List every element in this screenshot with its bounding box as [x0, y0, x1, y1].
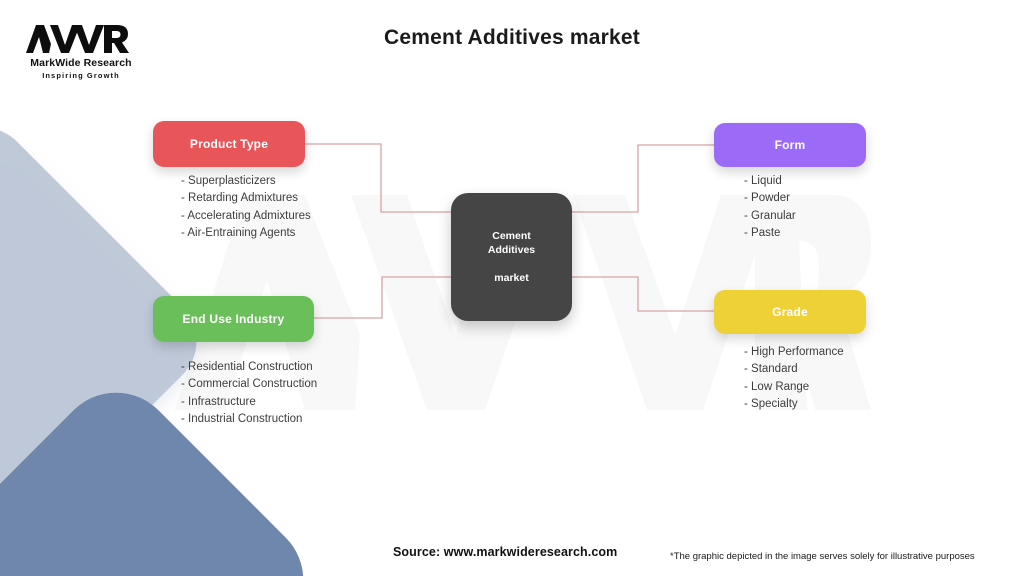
list-item: - Superplasticizers: [181, 175, 276, 187]
center-node[interactable]: Cement Additives market: [451, 193, 572, 321]
list-item: - Air-Entraining Agents: [181, 227, 296, 240]
list-item: - High Performance: [744, 346, 844, 358]
list-item: - Residential Construction: [181, 361, 313, 373]
logo-mark-icon: [26, 25, 129, 53]
branch-label-form: Form: [774, 138, 806, 152]
list-item: - Standard: [744, 363, 798, 376]
logo-tagline-text: Inspiring Growth: [42, 71, 120, 80]
list-item: - Low Range: [744, 380, 810, 393]
branch-label-grade: Grade: [772, 305, 808, 319]
connector-end-use: [314, 276, 452, 319]
list-item: - Specialty: [744, 398, 798, 411]
brand-logo: MarkWide Research Inspiring Growth: [18, 22, 150, 84]
branch-node-form[interactable]: Form: [714, 123, 866, 167]
branch-items-product-type: - Superplasticizers - Retarding Admixtur…: [181, 173, 311, 243]
branch-items-form: - Liquid - Powder - Granular - Paste: [744, 173, 796, 243]
connector-product-type: [305, 143, 452, 213]
list-item: - Commercial Construction: [181, 378, 318, 391]
branch-label-end-use-industry: End Use Industry: [182, 312, 285, 326]
disclaimer-text: *The graphic depicted in the image serve…: [670, 551, 975, 562]
branch-node-product-type[interactable]: Product Type: [153, 121, 305, 167]
list-item: - Paste: [744, 227, 781, 240]
branch-items-end-use-industry: - Residential Construction - Commercial …: [181, 359, 317, 429]
center-node-line1: Cement Additives: [487, 229, 536, 256]
page-title: Cement Additives market: [384, 26, 640, 49]
list-item: - Retarding Admixtures: [181, 192, 298, 205]
list-item: - Infrastructure: [181, 395, 256, 408]
connector-form: [571, 144, 714, 213]
branch-node-grade[interactable]: Grade: [714, 290, 866, 334]
center-node-line2: market: [494, 272, 529, 285]
branch-label-product-type: Product Type: [189, 137, 269, 151]
logo-brand-text: MarkWide Research: [30, 57, 132, 69]
connector-grade: [571, 276, 714, 312]
list-item: - Powder: [744, 192, 791, 205]
list-item: - Industrial Construction: [181, 413, 303, 426]
list-item: - Granular: [744, 209, 796, 222]
source-text: Source: www.markwideresearch.com: [393, 545, 618, 559]
list-item: - Accelerating Admixtures: [181, 209, 311, 222]
branch-items-grade: - High Performance - Standard - Low Rang…: [744, 344, 844, 414]
list-item: - Liquid: [744, 175, 782, 187]
branch-node-end-use-industry[interactable]: End Use Industry: [153, 296, 314, 342]
